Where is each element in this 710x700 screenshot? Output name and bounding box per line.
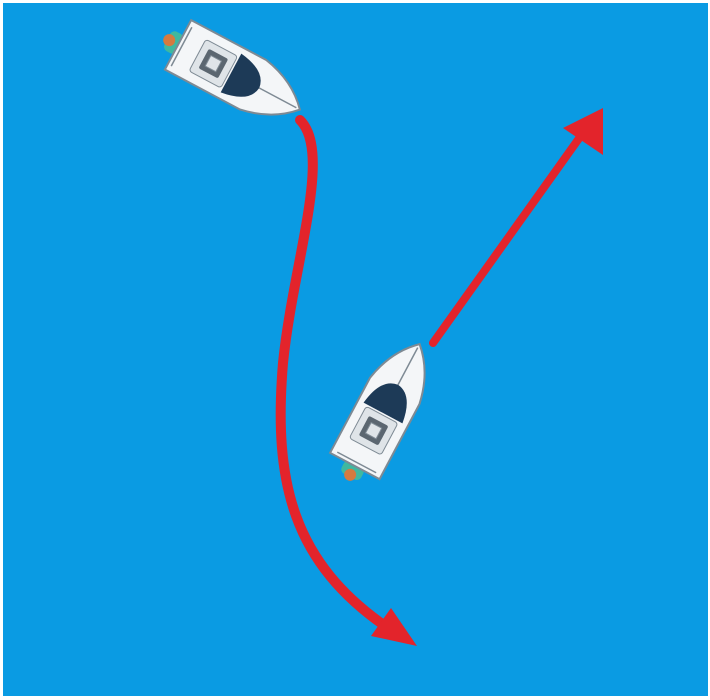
water-surface [3,3,708,696]
water-background [3,3,708,696]
